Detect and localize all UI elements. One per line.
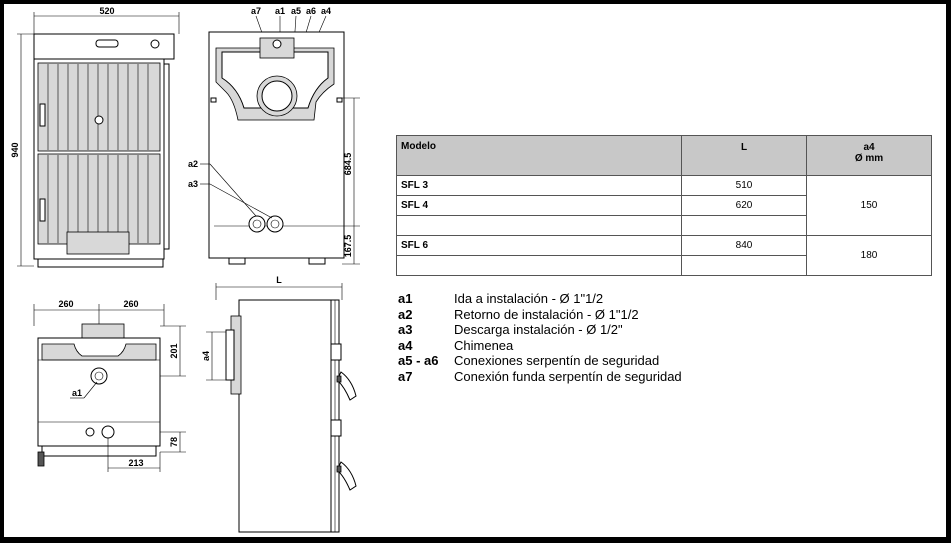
side-view: L a4 <box>201 275 357 533</box>
table-row <box>396 215 932 236</box>
table-row <box>396 255 932 276</box>
rear-callout-a6: a6 <box>306 6 316 16</box>
connections-legend: a1 Ida a instalación - Ø 1"1/2 a2 Retorno … <box>398 291 682 384</box>
legend-item: a4 Chimenea <box>398 338 682 354</box>
cell-length: 840 <box>681 235 807 256</box>
cell-length <box>681 215 807 236</box>
front-height-label: 940 <box>10 142 20 157</box>
cell-model: SFL 4 <box>396 195 682 216</box>
cell-length: 620 <box>681 195 807 216</box>
cell-length: 510 <box>681 175 807 196</box>
technical-sheet: { "front_view": { "width_label": "520", … <box>4 4 946 537</box>
legend-key: a7 <box>398 368 413 384</box>
side-length-label: L <box>276 275 282 285</box>
top-left-label: 260 <box>58 299 73 309</box>
legend-key: a1 <box>398 291 413 306</box>
header-model: Modelo <box>396 135 682 176</box>
legend-item: a7 Conexión funda serpentín de seguridad <box>398 369 682 385</box>
legend-desc: Retorno de instalación - Ø 1"1/2 <box>454 306 639 322</box>
top-callout-a1: a1 <box>72 388 82 398</box>
legend-item: a2 Retorno de instalación - Ø 1"1/2 <box>398 307 682 323</box>
legend-item: a1 Ida a instalación - Ø 1"1/2 <box>398 291 682 307</box>
top-bottom-label: 78 <box>169 437 179 447</box>
legend-key: a2 <box>398 306 413 322</box>
rear-callout-a7: a7 <box>251 6 261 16</box>
legend-desc: Conexión funda serpentín de seguridad <box>454 368 682 384</box>
legend-desc: Conexiones serpentín de seguridad <box>454 353 660 368</box>
cell-a4-group-1: 150 <box>806 175 932 236</box>
top-offset-label: 213 <box>128 458 143 468</box>
legend-item: a5 - a6 Conexiones serpentín de seguridad <box>398 353 682 369</box>
header-length: L <box>681 135 807 176</box>
legend-item: a3 Descarga instalación - Ø 1/2" <box>398 322 682 338</box>
cell-model <box>396 255 682 276</box>
legend-desc: Chimenea <box>454 337 514 353</box>
cell-a4-group-2: 180 <box>806 235 932 276</box>
rear-callout-a4: a4 <box>321 6 331 16</box>
rear-view: a7 a1 a5 a6 a4 a2 a3 684.5 <box>188 6 360 265</box>
rear-callout-a2: a2 <box>188 159 198 169</box>
legend-key: a4 <box>398 337 413 353</box>
table-row: SFL 6 840 180 <box>396 235 932 276</box>
legend-desc: Ida a instalación - Ø 1"1/2 <box>454 291 604 306</box>
cell-model: SFL 6 <box>396 235 682 256</box>
front-view: 520 940 <box>10 6 180 268</box>
legend-key: a3 <box>398 322 413 337</box>
cell-model <box>396 215 682 236</box>
header-a4-line2: Ø mm <box>854 153 884 164</box>
cell-model: SFL 3 <box>396 175 682 196</box>
rear-callout-a5: a5 <box>291 6 301 16</box>
side-a4-label: a4 <box>201 351 211 361</box>
header-a4-line1: a4 <box>863 142 875 153</box>
front-width-label: 520 <box>99 6 114 16</box>
front-fins <box>47 64 149 243</box>
top-right-label: 260 <box>123 299 138 309</box>
top-view: 260 260 a1 201 78 213 <box>33 299 186 472</box>
rear-callout-a3: a3 <box>188 179 198 189</box>
cell-length <box>681 255 807 276</box>
top-depth-label: 201 <box>169 343 179 358</box>
technical-drawings: 520 940 a7 <box>10 6 360 533</box>
table-row: SFL 3 510 150 <box>396 175 932 236</box>
rear-height-lower: 167.5 <box>343 235 353 258</box>
rear-callout-a1: a1 <box>275 6 285 16</box>
legend-desc: Descarga instalación - Ø 1/2" <box>454 322 623 337</box>
legend-key: a5 - a6 <box>398 353 439 368</box>
rear-height-upper: 684.5 <box>343 153 353 176</box>
